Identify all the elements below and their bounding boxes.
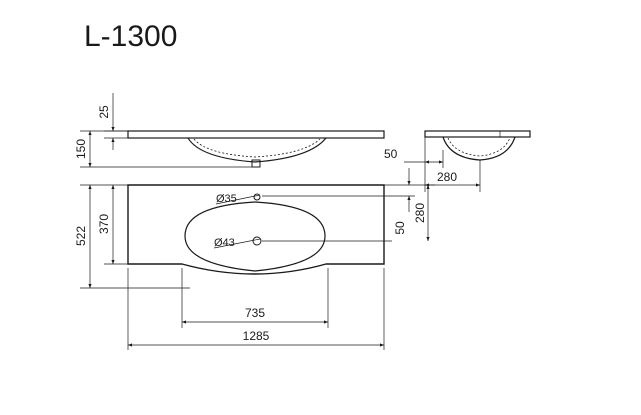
dim-label-50-top: 50 <box>384 147 398 161</box>
dimension-overall-depth: 522 <box>74 184 190 289</box>
dim-label-50-plan: 50 <box>393 221 407 235</box>
dim-label-1285: 1285 <box>243 329 270 343</box>
dim-label-280-plan: 280 <box>413 203 427 223</box>
dimension-tap-offset: 50 <box>384 137 444 192</box>
dimension-bowl-width: 735 <box>181 268 329 328</box>
model-title: L-1300 <box>84 20 177 53</box>
side-elevation <box>424 130 531 161</box>
dim-label-522: 522 <box>74 226 88 246</box>
drain-hole-label: Ø43 <box>214 237 235 249</box>
dimension-plan-tap-offset: 50 <box>393 168 411 235</box>
dim-label-280-top: 280 <box>437 170 457 184</box>
dimension-bowl-depth: 370 <box>97 185 128 265</box>
tap-hole-callout: Ø35 <box>215 193 261 205</box>
front-elevation <box>127 130 385 168</box>
drain-hole-icon <box>252 236 262 246</box>
dim-label-370: 370 <box>97 214 111 234</box>
dim-label-735: 735 <box>245 306 265 320</box>
tap-hole-icon <box>253 193 261 201</box>
dimension-side-height: 150 <box>74 130 252 168</box>
dimension-side-depth: 280 <box>425 160 481 192</box>
plan-view <box>127 184 385 275</box>
drain-hole-callout: Ø43 <box>213 237 261 249</box>
tap-hole-label: Ø35 <box>216 193 237 205</box>
dimension-bowl-front-depth: 280 <box>413 185 430 241</box>
dimension-overall-width: 1285 <box>127 268 385 350</box>
dim-label-150: 150 <box>74 139 88 159</box>
dim-label-25: 25 <box>97 105 111 119</box>
dimension-top-thickness: 25 <box>97 93 128 150</box>
